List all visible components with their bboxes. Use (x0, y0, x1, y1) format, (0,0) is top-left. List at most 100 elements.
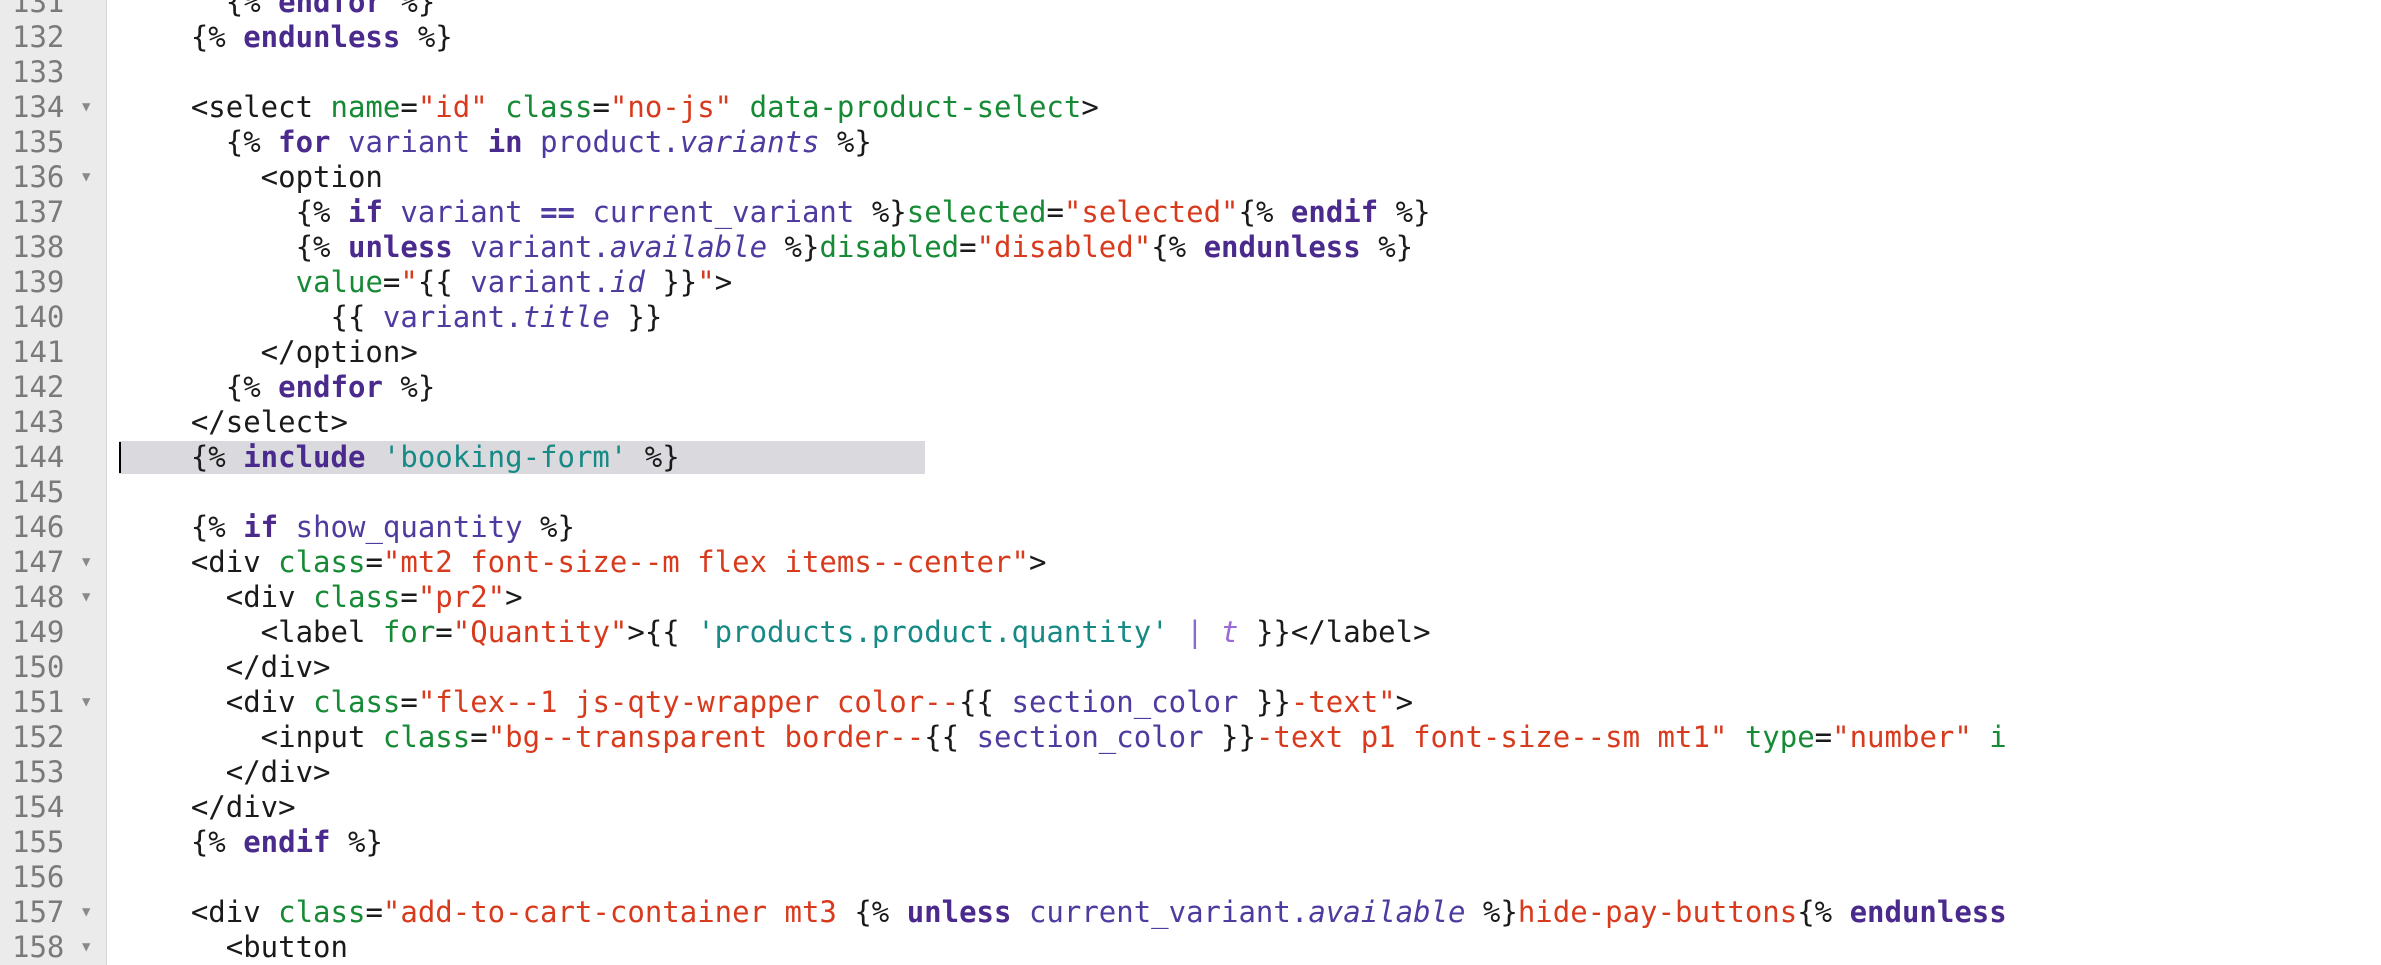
code-token: unless (347, 230, 453, 264)
code-line[interactable]: 149 <label for="Quantity">{{ 'products.p… (0, 615, 2381, 650)
line-number: 147 (12, 545, 65, 579)
code-line[interactable]: 142 {% endfor %} (0, 370, 2381, 405)
code-token: {{ (121, 300, 383, 334)
fold-arrow-icon[interactable]: ▼ (82, 554, 91, 570)
code-token: class (313, 685, 401, 719)
fold-arrow-icon[interactable]: ▼ (82, 589, 91, 605)
fold-arrow-icon[interactable]: ▼ (82, 694, 91, 710)
code-line[interactable]: 140 {{ variant.title }} (0, 300, 2381, 335)
code-token: "pr2" (417, 580, 506, 614)
line-number: 156 (12, 860, 65, 894)
code-token: | (1186, 615, 1204, 649)
code-token: class (278, 545, 366, 579)
line-number: 149 (12, 615, 65, 649)
code-token: > (1028, 545, 1047, 579)
line-number: 158 (12, 930, 65, 964)
code-token: > (505, 580, 523, 614)
code-token: %} (1465, 895, 1518, 929)
fold-arrow-icon[interactable]: ▼ (82, 169, 91, 185)
code-line[interactable]: 146 {% if show_quantity %} (0, 510, 2381, 545)
fold-arrow-icon[interactable]: ▼ (82, 904, 91, 920)
code-token: <select (121, 90, 331, 124)
code-line[interactable]: 150 </div> (0, 650, 2381, 685)
code-token: type (1744, 720, 1815, 754)
code-token (121, 265, 296, 299)
code-token: data-product-select (749, 90, 1082, 124)
code-token: current_variant. (1028, 895, 1309, 929)
text-cursor (119, 442, 121, 473)
code-line[interactable]: 136▼ <option (0, 160, 2381, 195)
code-text: {% for variant in product.variants %} (121, 125, 872, 160)
code-text: <input class="bg--transparent border--{{… (121, 720, 2007, 755)
code-token: {% (121, 195, 348, 229)
code-line[interactable]: 141 </option> (0, 335, 2381, 370)
code-line[interactable]: 131 {% endfor %} (0, 0, 2381, 20)
code-line[interactable]: 158▼ <button (0, 930, 2381, 965)
line-number: 142 (12, 370, 65, 404)
code-token (732, 90, 749, 124)
code-token: for (278, 125, 331, 159)
code-token: </div> (121, 650, 331, 684)
code-line[interactable]: 133 (0, 55, 2381, 90)
code-line[interactable]: 151▼ <div class="flex--1 js-qty-wrapper … (0, 685, 2381, 720)
code-token: section_color (1011, 685, 1239, 719)
code-token: {{ (924, 720, 977, 754)
code-token: >{{ (627, 615, 698, 649)
code-line[interactable]: 147▼ <div class="mt2 font-size--m flex i… (0, 545, 2381, 580)
code-token: product. (540, 125, 680, 159)
code-token: > (1395, 685, 1414, 719)
code-token: %} (382, 0, 436, 19)
code-line[interactable]: 156 (0, 860, 2381, 895)
code-line[interactable]: 143 </select> (0, 405, 2381, 440)
code-line[interactable]: 154 </div> (0, 790, 2381, 825)
gutter-cell: 149 (0, 615, 107, 650)
code-text: {% unless variant.available %}disabled="… (121, 230, 1414, 265)
code-token: {% (121, 440, 244, 474)
gutter-cell: 132 (0, 20, 107, 55)
code-line[interactable]: 132 {% endunless %} (0, 20, 2381, 55)
code-token: %} (819, 125, 872, 159)
code-line[interactable]: 134▼ <select name="id" class="no-js" dat… (0, 90, 2381, 125)
code-line[interactable]: 155 {% endif %} (0, 825, 2381, 860)
code-line[interactable]: 135 {% for variant in product.variants %… (0, 125, 2381, 160)
line-number: 154 (12, 790, 65, 824)
code-token (470, 125, 487, 159)
code-line[interactable]: 139 value="{{ variant.id }}"> (0, 265, 2381, 300)
fold-arrow-icon[interactable]: ▼ (82, 99, 91, 115)
code-token: variant (348, 125, 471, 159)
code-text: {{ variant.title }} (121, 300, 663, 335)
code-line[interactable]: 152 <input class="bg--transparent border… (0, 720, 2381, 755)
code-text: {% endfor %} (121, 370, 436, 405)
gutter-cell: 133 (0, 55, 107, 90)
code-line[interactable]: 148▼ <div class="pr2"> (0, 580, 2381, 615)
code-token (331, 125, 348, 159)
code-token: {{ (959, 685, 1012, 719)
code-line[interactable]: 144 {% include 'booking-form' %} (0, 440, 2381, 475)
code-text: <select name="id" class="no-js" data-pro… (121, 90, 1099, 125)
code-token: "flex--1 js-qty-wrapper color-- (417, 685, 960, 719)
code-line[interactable]: 145 (0, 475, 2381, 510)
code-token: {% (121, 510, 244, 544)
code-token: hide-pay-buttons (1517, 895, 1798, 929)
line-number: 133 (12, 55, 65, 89)
code-token: }}</label> (1238, 615, 1431, 649)
code-token: {% (1238, 195, 1291, 229)
code-text: </div> (121, 755, 331, 790)
code-line[interactable]: 137 {% if variant == current_variant %}s… (0, 195, 2381, 230)
code-line[interactable]: 153 </div> (0, 755, 2381, 790)
code-line[interactable]: 138 {% unless variant.available %}disabl… (0, 230, 2381, 265)
code-token: </div> (121, 790, 296, 824)
code-token: selected (906, 195, 1047, 229)
gutter-cell: 137 (0, 195, 107, 230)
gutter-cell: 157▼ (0, 895, 107, 930)
code-token: {% (121, 230, 348, 264)
code-token: current_variant (592, 195, 855, 229)
code-token: " (400, 265, 418, 299)
line-number: 148 (12, 580, 65, 614)
code-token (453, 230, 470, 264)
line-number: 153 (12, 755, 65, 789)
code-token: variant. (470, 230, 610, 264)
fold-arrow-icon[interactable]: ▼ (82, 939, 91, 955)
code-line[interactable]: 157▼ <div class="add-to-cart-container m… (0, 895, 2381, 930)
